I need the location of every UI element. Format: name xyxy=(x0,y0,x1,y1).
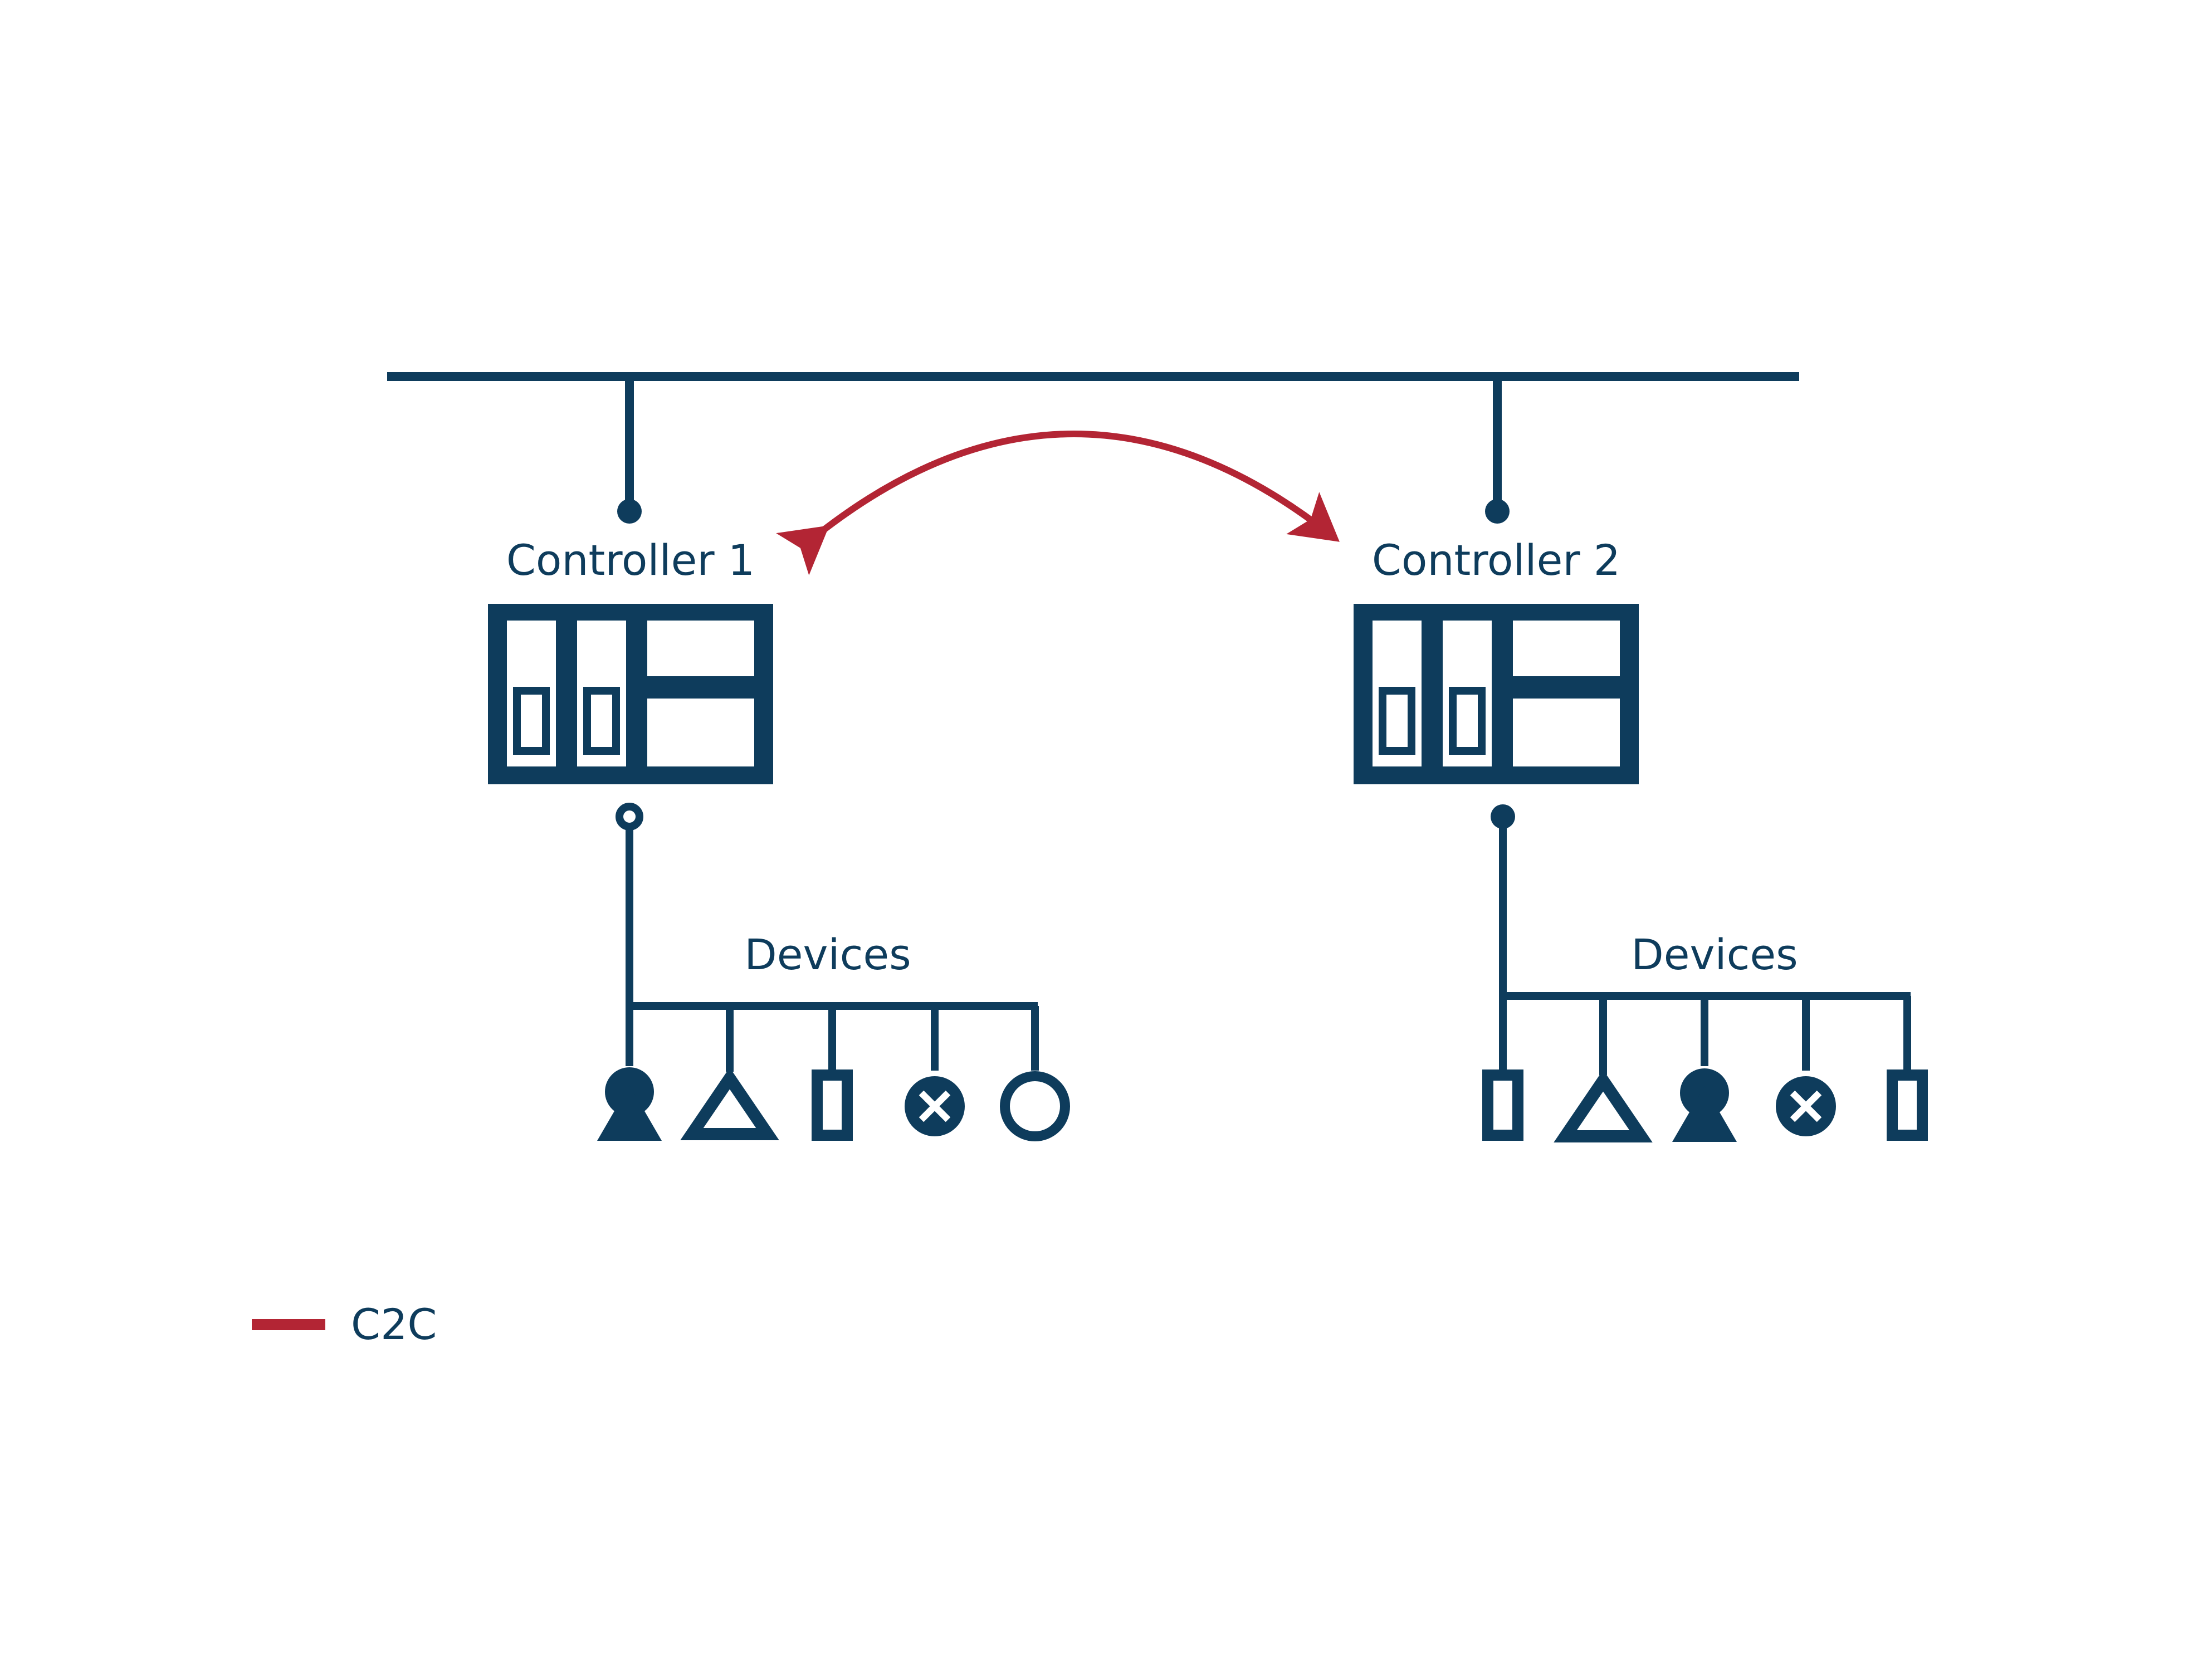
pump-icon xyxy=(597,1067,662,1141)
circle-icon xyxy=(1000,1071,1070,1141)
controller-1-fieldbus xyxy=(616,803,1039,1075)
rectangle-icon xyxy=(812,1069,853,1141)
legend: C2C xyxy=(252,1300,437,1349)
controller-2-fieldbus xyxy=(1491,804,1911,1075)
x-circle-icon xyxy=(905,1076,965,1136)
c2c-link-arrow xyxy=(776,431,1340,575)
triangle-icon xyxy=(1554,1069,1653,1142)
bus-drop-controller-2 xyxy=(1485,377,1510,524)
triangle-icon xyxy=(680,1067,779,1140)
rectangle-icon xyxy=(1887,1069,1928,1141)
controller-2-icon xyxy=(1354,604,1639,784)
controller-1-icon xyxy=(488,604,773,784)
pump-icon xyxy=(1672,1068,1737,1142)
x-circle-icon xyxy=(1776,1076,1836,1136)
legend-c2c-label: C2C xyxy=(351,1300,437,1349)
controller-2-devices-label: Devices xyxy=(1631,930,1798,979)
bus-drop-controller-1 xyxy=(617,377,642,524)
rectangle-icon xyxy=(1482,1069,1523,1141)
controller-1-label: Controller 1 xyxy=(506,535,755,585)
controller-1-devices-label: Devices xyxy=(744,930,911,979)
controller-2-label: Controller 2 xyxy=(1372,535,1620,585)
